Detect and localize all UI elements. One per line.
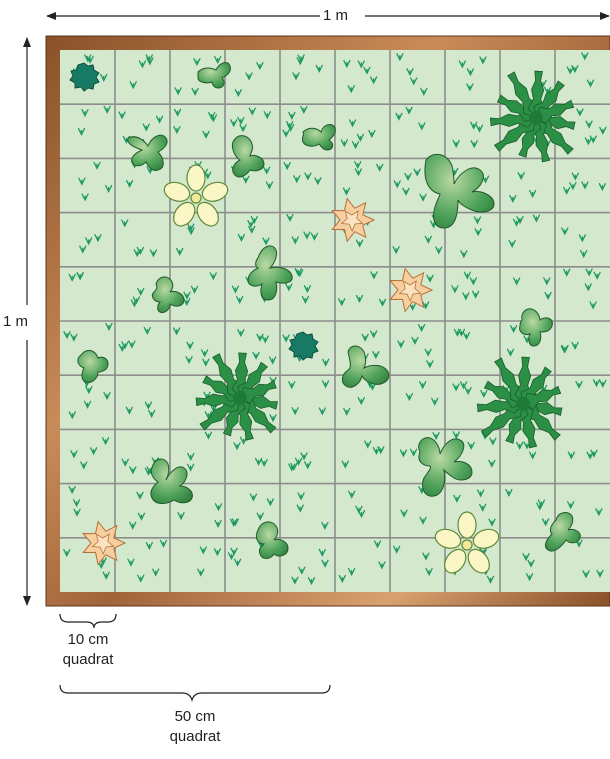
small-quadrat-brace <box>60 614 116 628</box>
large-quadrat-word-label: quadrat <box>157 728 233 745</box>
small-quadrat-size-label: 10 cm <box>50 631 126 648</box>
small-quadrat-word-label: quadrat <box>50 651 126 668</box>
rosette-core <box>516 397 530 411</box>
top-dimension-label: 1 m <box>323 7 348 24</box>
rosette-core <box>529 111 543 125</box>
large-quadrat-brace <box>60 685 330 700</box>
left-dimension-label: 1 m <box>3 313 28 330</box>
large-quadrat-size-label: 50 cm <box>157 708 233 725</box>
rosette-core <box>233 391 247 405</box>
